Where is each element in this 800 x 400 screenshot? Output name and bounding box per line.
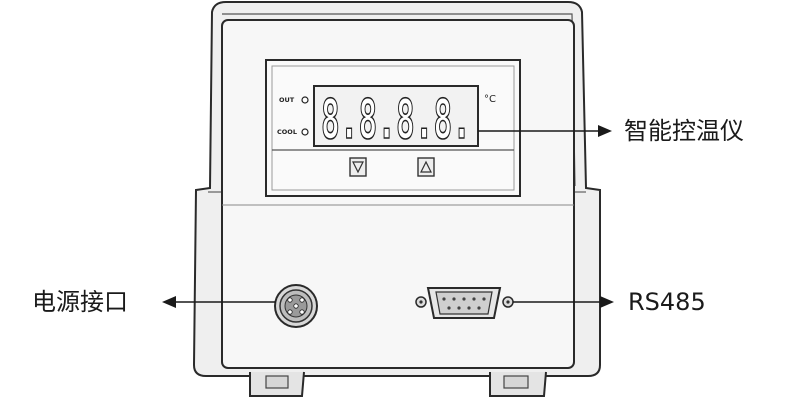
callout-arrow-power — [162, 296, 276, 308]
arrow-right-icon — [600, 296, 614, 308]
down-key[interactable] — [349, 157, 367, 177]
rs485-label: RS485 — [628, 288, 706, 316]
power-port-label: 电源接口 — [32, 288, 128, 316]
up-arrow-icon — [420, 160, 432, 173]
cool-indicator-led — [301, 128, 309, 136]
led-display — [313, 85, 479, 147]
up-key[interactable] — [417, 157, 435, 177]
arrow-left-icon — [162, 296, 176, 308]
callout-arrow-rs485 — [513, 296, 614, 308]
temperature-controller-label: 智能控温仪 — [624, 117, 744, 145]
led-digits: 8.8.8.8. — [321, 88, 471, 151]
down-arrow-icon — [352, 161, 364, 174]
arrow-right-icon — [598, 125, 612, 137]
cool-indicator-label: COOL — [277, 128, 297, 136]
unit-label: °C — [484, 94, 496, 105]
device-feet — [249, 371, 547, 397]
out-indicator-led — [301, 96, 309, 104]
power-connector — [274, 284, 318, 328]
callout-arrow-controller — [478, 125, 612, 137]
temperature-controller: OUT COOL 8.8.8.8. °C — [265, 59, 521, 197]
out-indicator-label: OUT — [279, 96, 295, 104]
rs485-connector — [415, 287, 514, 319]
